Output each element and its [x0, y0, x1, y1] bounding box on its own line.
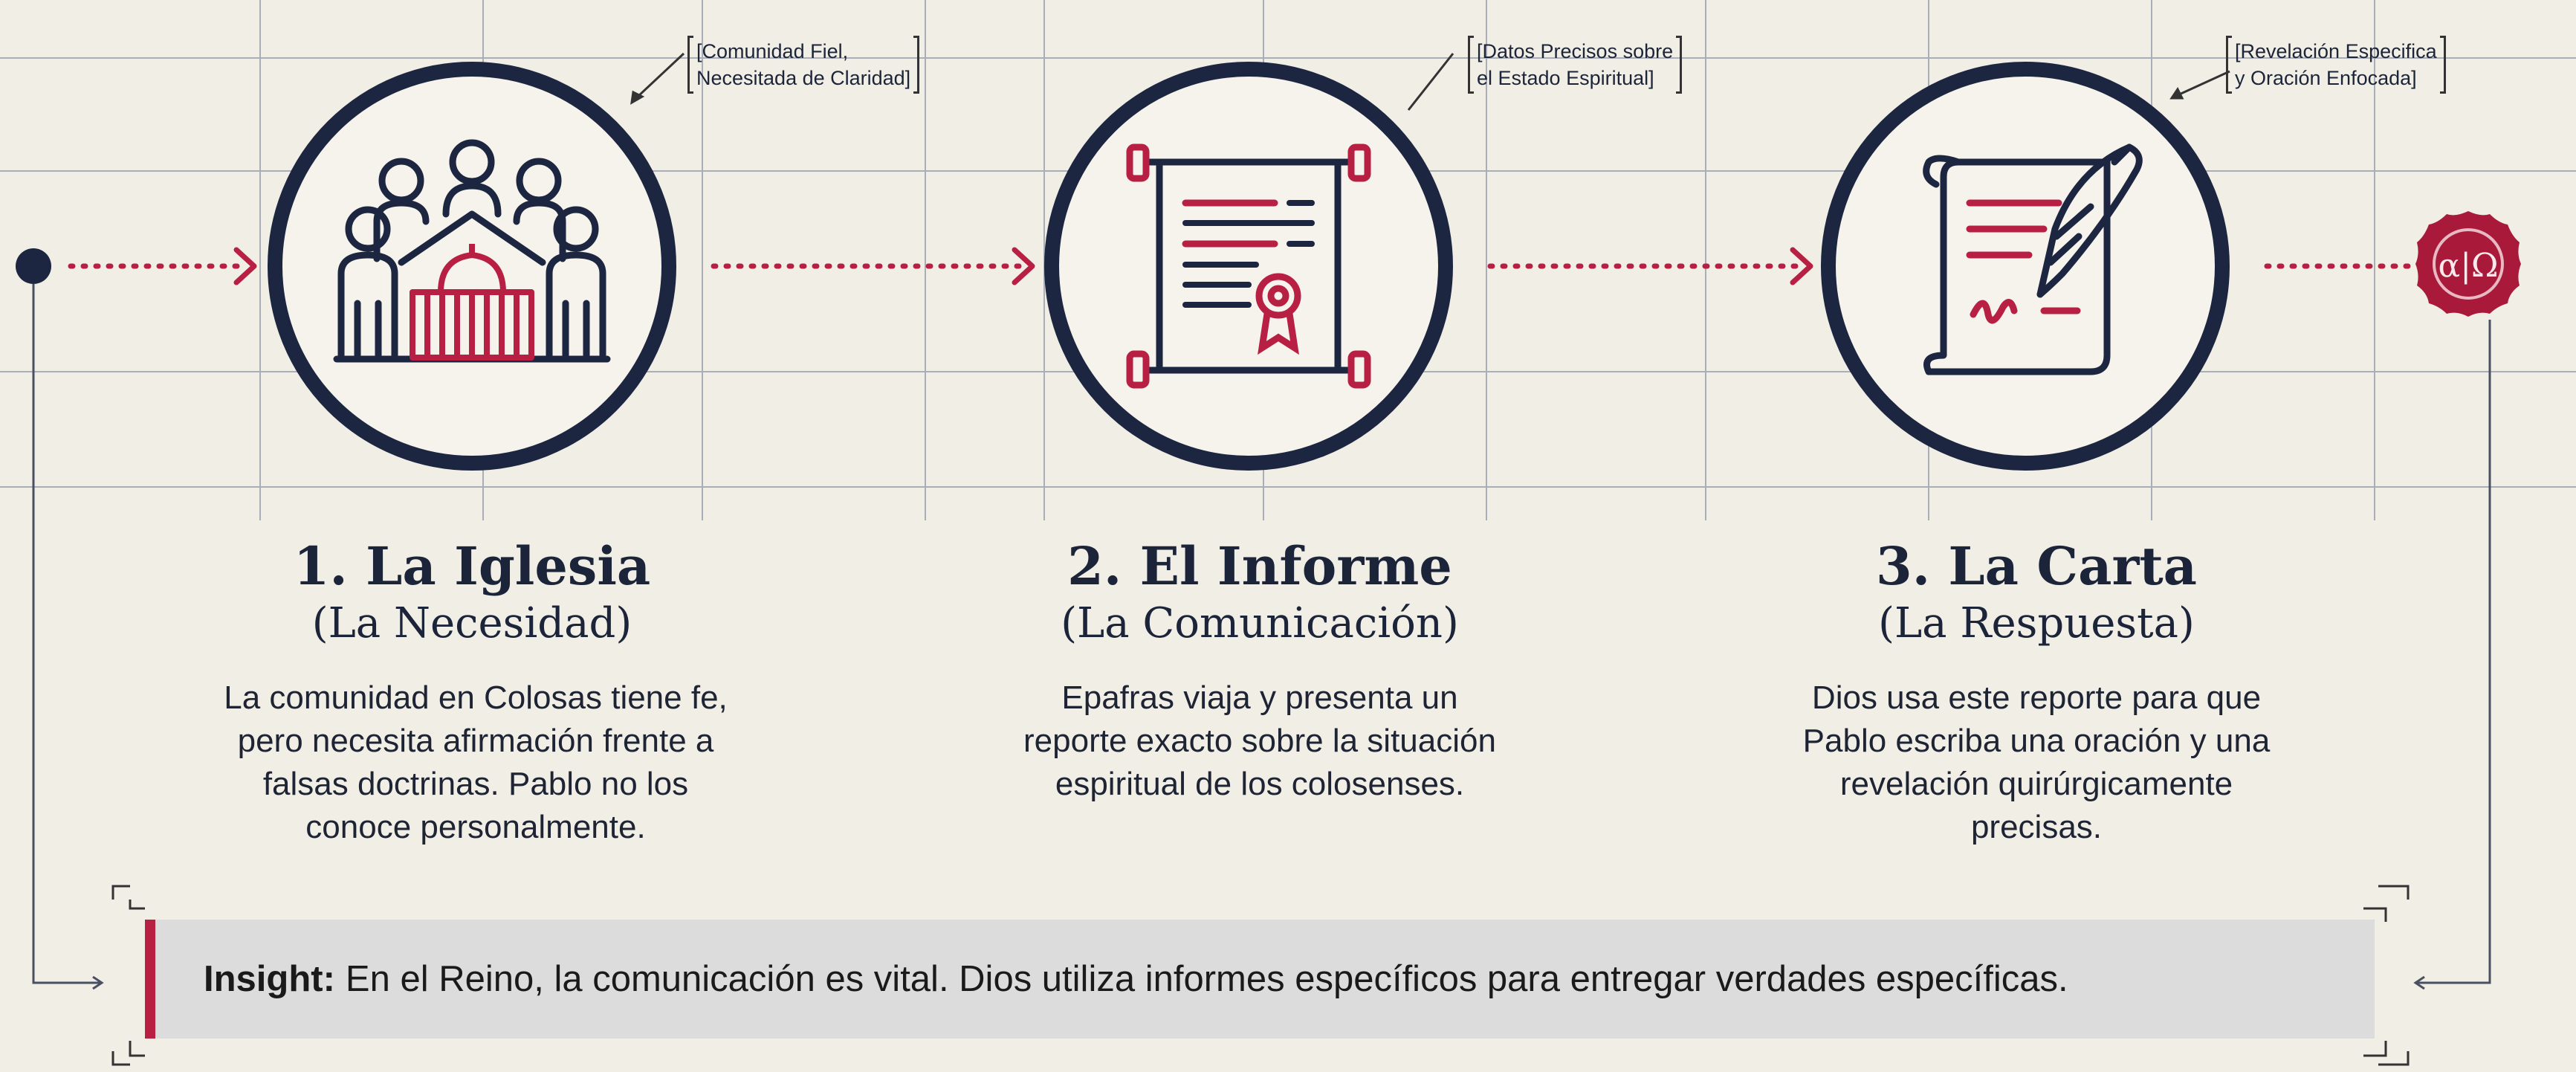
connector-arrow-2 [1012, 247, 1035, 285]
step-3-subtitle: (La Respuesta) [1878, 599, 2195, 648]
step-2-subtitle: (La Comunicación) [1061, 599, 1459, 648]
insight-label: Insight: [204, 959, 335, 999]
step-3-description: Dios usa este reporte para que Pablo esc… [1802, 679, 2271, 845]
feedback-line-left [32, 284, 100, 984]
step-3-heading: 3. La Carta (La Respuesta) [1665, 535, 2408, 650]
insight-text: En el Reino, la comunicación es vital. D… [345, 959, 2068, 999]
church-community-icon [333, 139, 611, 363]
step-1-heading: 1. La Iglesia (La Necesidad) [100, 535, 844, 650]
letter-quill-icon [1923, 143, 2143, 375]
insight-bracket-corners [111, 885, 2410, 1066]
step-1-circle [268, 62, 676, 471]
step-1-title: 1. La Iglesia [293, 535, 651, 597]
connector-arrow-3 [1790, 247, 1813, 285]
wax-seal-icon: α|Ω [2412, 208, 2524, 320]
feedback-line-right [2415, 320, 2491, 984]
step-1-description: La comunidad en Colosas tiene fe, pero n… [224, 679, 728, 845]
seal-text: α|Ω [2438, 247, 2498, 285]
step-1-subtitle: (La Necesidad) [311, 599, 632, 648]
insight-box: Insight: En el Reino, la comunicación es… [145, 920, 2375, 1039]
step-2-heading: 2. El Informe (La Comunicación) [888, 535, 1631, 650]
step-3-circle [1821, 62, 2230, 471]
scroll-report-icon [1126, 143, 1371, 389]
connector-arrow-1 [233, 247, 257, 285]
callout-step-2: [Datos Precisos sobre el Estado Espiritu… [1468, 36, 1683, 94]
callout-step-3: [Revelación Especifica y Oración Enfocad… [2226, 36, 2446, 94]
callout-step-1: [Comunidad Fiel, Necesitada de Claridad] [687, 36, 920, 94]
step-2-description: Epafras viaja y presenta un reporte exac… [1023, 679, 1496, 802]
timeline-start-dot [16, 248, 51, 284]
step-2-circle [1044, 62, 1453, 471]
step-2-title: 2. El Informe [1067, 535, 1452, 597]
step-3-title: 3. La Carta [1875, 535, 2198, 597]
